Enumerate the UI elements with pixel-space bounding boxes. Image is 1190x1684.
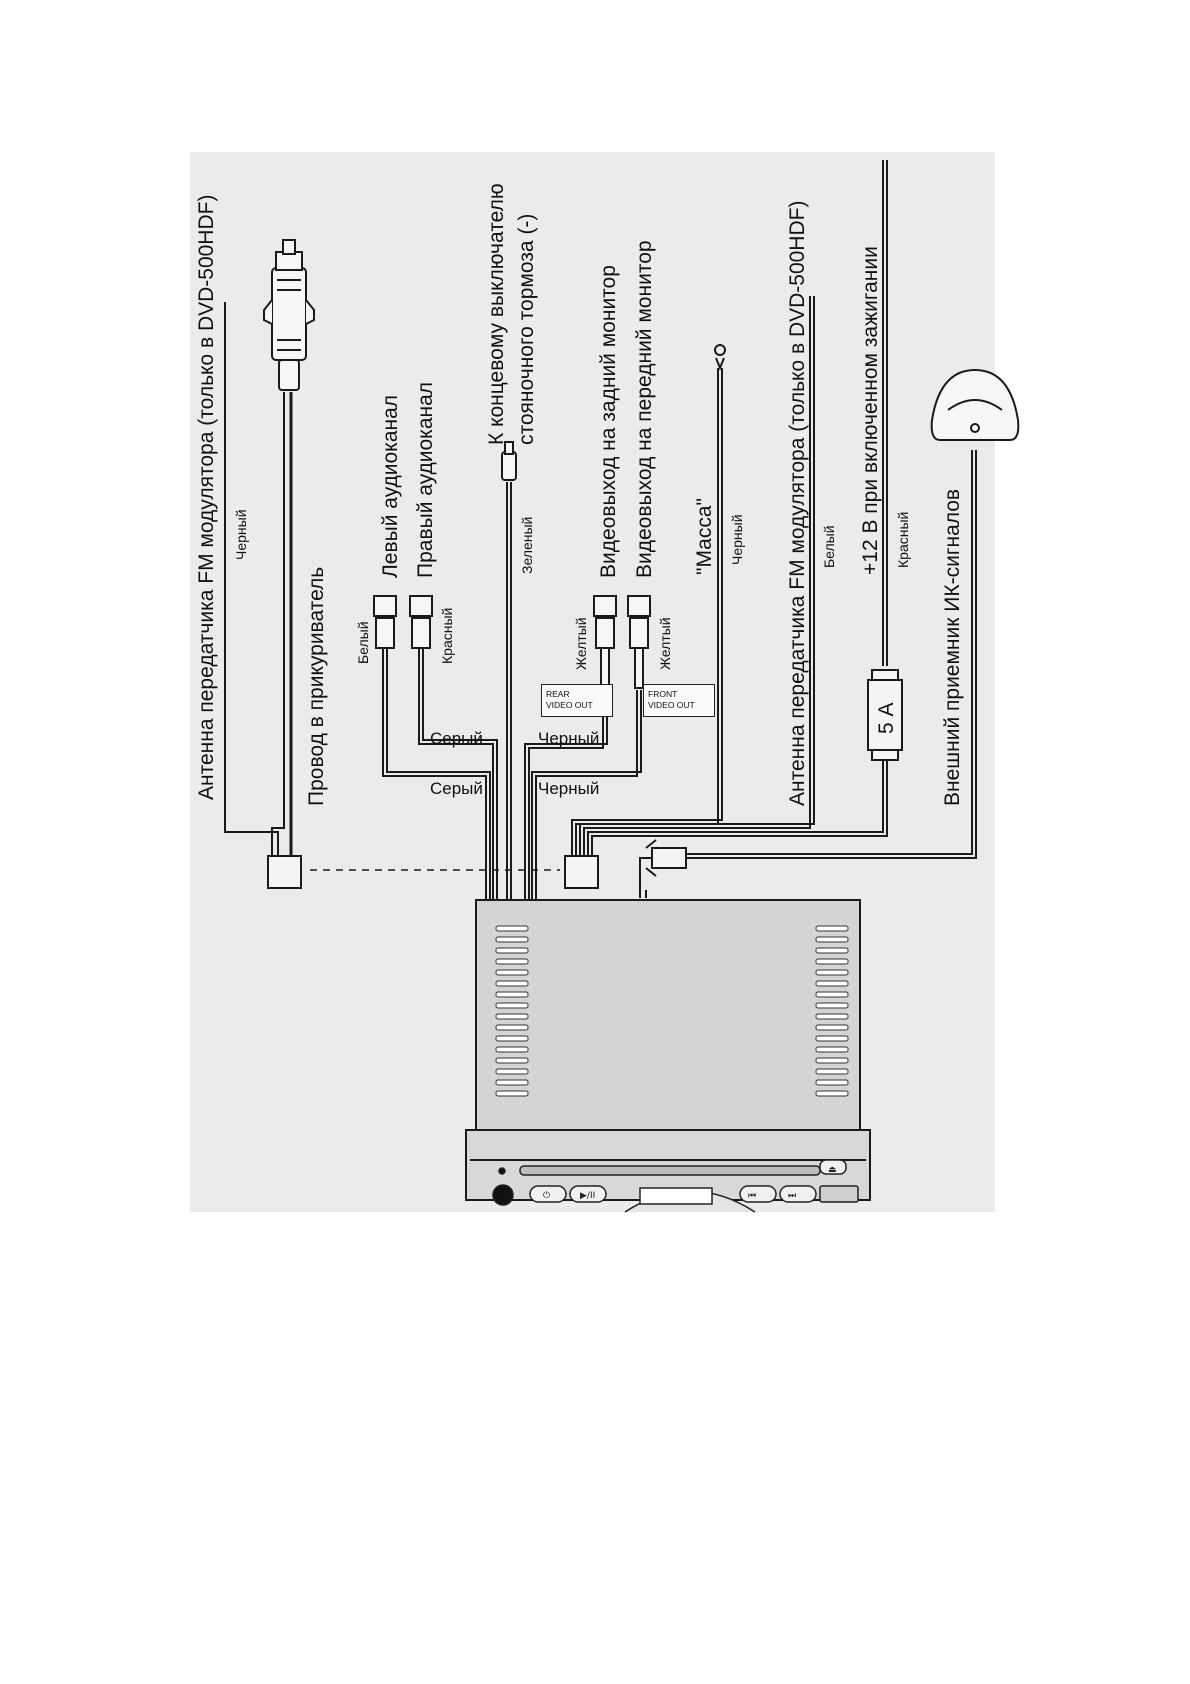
play-pause-button-icon (569, 1185, 607, 1203)
grey-label-2: Серый (430, 779, 483, 798)
rca-right-audio (409, 595, 433, 649)
fm-antenna-1-label: Антенна передатчика FM модулятора (тольк… (195, 194, 218, 800)
front-panel-glyphs: ⏻ ▶/II ⏮ ⏭ ⏏ (543, 1165, 837, 1201)
rca-left-audio (373, 595, 397, 649)
ir-receiver-puck (930, 368, 1020, 441)
aux-jack-icon (492, 1184, 514, 1206)
ir-receiver-label: Внешний приемник ИК-сигналов (941, 488, 964, 806)
brake-label-line2: стояночного тормоза (-) (515, 213, 538, 445)
fuse-holder (867, 669, 903, 761)
ground-label: "Масса" (693, 498, 716, 575)
prev-glyph: ⏮ (748, 1191, 756, 1201)
video-plug (564, 855, 599, 889)
brake-connector (501, 441, 517, 481)
left-audio-color: Белый (355, 621, 371, 664)
ground-color: Черный (729, 514, 745, 565)
ignition-color: Красный (895, 511, 911, 568)
rear-video-label: Видеовыход на задний монитор (597, 265, 620, 578)
power-glyph: ⏻ (543, 1190, 550, 1201)
vent-slots (495, 925, 849, 1097)
next-button-icon (779, 1185, 817, 1203)
rear-video-out-box: REAR VIDEO OUT (541, 684, 613, 717)
play-glyph: ▶/II (580, 1191, 595, 1201)
prev-button-icon (739, 1185, 777, 1203)
eject-button-icon (819, 1159, 847, 1175)
front-video-color: Желтый (657, 617, 673, 670)
eject-glyph: ⏏ (828, 1165, 837, 1175)
fm-antenna-2-color: Белый (821, 525, 837, 568)
ir-sensor-icon (498, 1167, 506, 1175)
front-panel (492, 1159, 859, 1213)
fm-antenna-1-color: Черный (233, 509, 249, 560)
dvd-unit-body (465, 899, 871, 1201)
rca-front-video (627, 595, 651, 689)
next-glyph: ⏭ (788, 1191, 796, 1201)
rear-box-line1: REAR (546, 689, 570, 699)
front-video-out-box: FRONT VIDEO OUT (643, 684, 715, 717)
black-label-2: Черный (538, 779, 600, 798)
front-box-line2: VIDEO OUT (648, 700, 695, 710)
front-box-line1: FRONT (648, 689, 678, 699)
power-plug (267, 855, 302, 889)
power-button-icon (529, 1185, 567, 1203)
disc-slot (519, 1165, 821, 1176)
cigarette-wire-label: Провод в прикуриватель (305, 566, 328, 806)
black-label-1: Черный (538, 729, 600, 748)
ground-terminal (714, 344, 726, 371)
wire-harness (224, 160, 977, 902)
ignition-label: +12 В при включенном зажигании (859, 246, 882, 575)
brake-color: Зеленый (519, 516, 535, 574)
rear-box-line2: VIDEO OUT (546, 700, 593, 710)
rca-rear-video (593, 595, 617, 689)
rear-video-color: Желтый (573, 617, 589, 670)
fuse-label: 5 А (875, 702, 898, 734)
right-audio-label: Правый аудиоканал (414, 381, 437, 578)
brake-label-line1: К концевому выключателю (485, 183, 508, 445)
grey-label-1: Серый (430, 729, 483, 748)
cigarette-plug (263, 239, 315, 391)
logo-badge (819, 1185, 859, 1203)
fm-antenna-2-label: Антенна передатчика FM модулятора (тольк… (786, 200, 809, 806)
ir-jack (639, 839, 687, 898)
right-audio-color: Красный (439, 607, 455, 664)
left-audio-label: Левый аудиоканал (379, 394, 402, 578)
front-video-label: Видеовыход на передний монитор (633, 240, 656, 578)
